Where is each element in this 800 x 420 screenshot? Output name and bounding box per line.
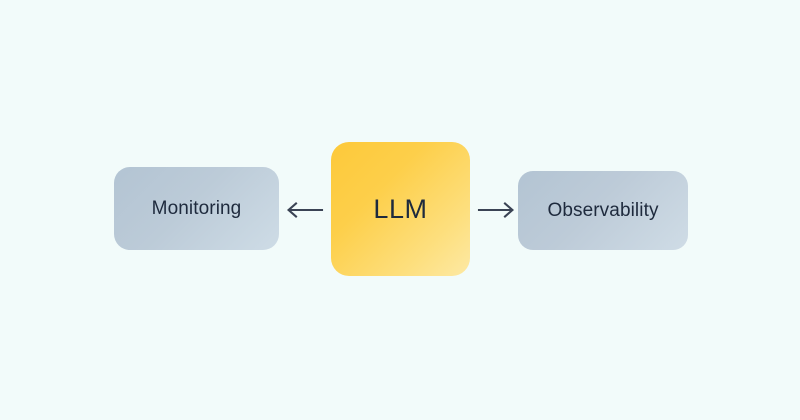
- arrow-right-icon: [477, 202, 514, 218]
- node-llm-label: LLM: [373, 193, 428, 224]
- node-llm[interactable]: LLM: [331, 142, 470, 276]
- node-monitoring-label: Monitoring: [151, 197, 242, 219]
- node-observability[interactable]: Observability: [518, 171, 688, 250]
- node-monitoring[interactable]: Monitoring: [114, 167, 279, 250]
- arrow-left-icon: [287, 202, 324, 218]
- node-observability-label: Observability: [547, 199, 659, 221]
